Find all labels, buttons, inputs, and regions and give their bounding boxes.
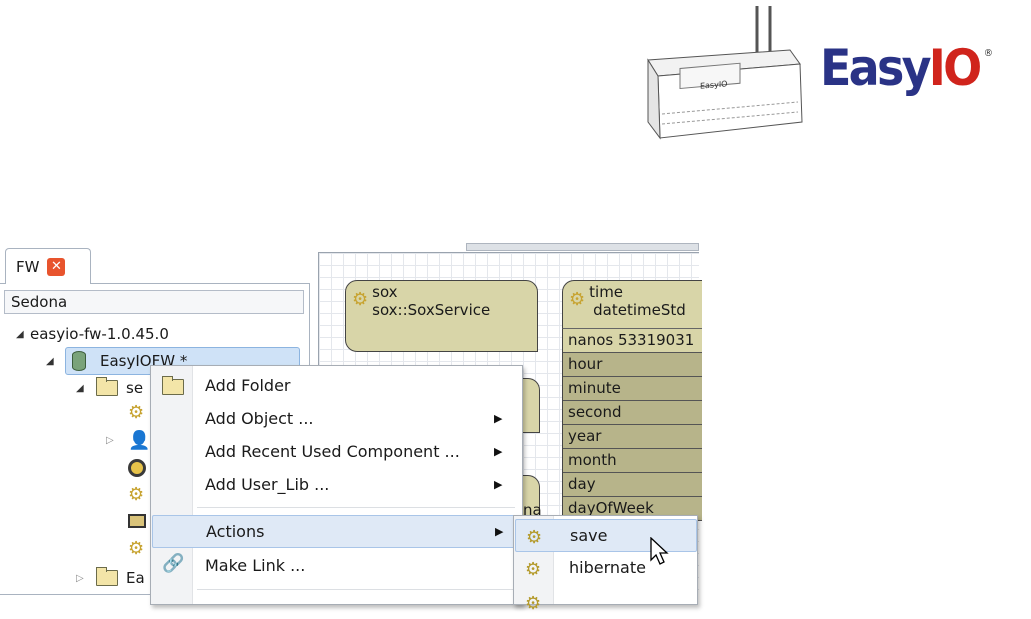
tree-node-gear-2[interactable]: ⚙ [128,481,144,509]
gear-icon: ⚙ [128,484,145,505]
tree-node-label: easyio-fw-1.0.45.0 [30,325,169,343]
component-partial-label: na [523,501,542,519]
submenu-arrow-icon: ▶ [495,525,504,538]
menu-item-label: Make Link ... [205,556,306,575]
tree-node-label: se [126,379,144,397]
submenu-item-label: save [570,526,608,545]
tree-node-clock[interactable] [128,454,146,482]
mouse-cursor-icon [650,537,669,565]
folder-icon [96,377,118,396]
tab-label: FW [16,257,40,276]
action-gear-icon: ⚙ [526,527,543,548]
menu-item-add-recent[interactable]: Add Recent Used Component ... ▶ [152,435,522,468]
submenu-arrow-icon: ▶ [494,412,503,425]
action-gear-icon: ⚙ [525,559,542,580]
slot-row[interactable]: nanos 53319031 [563,329,702,353]
logo-suffix: IO [928,39,982,97]
device-label: EasyIO [700,79,727,90]
slot-row[interactable]: minute [563,377,702,401]
close-icon[interactable]: ✕ [47,257,66,276]
tree-node-folder-2[interactable]: ▷ Ea [76,564,145,592]
submenu-arrow-icon: ▶ [494,478,503,491]
menu-item-label: Add Object ... [205,409,314,428]
slot-row[interactable]: hour [563,353,702,377]
actions-submenu: ⚙ save ⚙ hibernate ⚙ [513,515,698,614]
menu-item-label: Add Folder [205,376,291,395]
folder-icon [96,567,118,586]
tree-node-gear-3[interactable]: ⚙ [128,535,144,563]
submenu-arrow-icon: ▶ [494,445,503,458]
menu-item-add-object[interactable]: Add Object ... ▶ [152,402,522,435]
person-icon: 👤 [128,429,151,451]
component-name: sox [372,283,398,301]
menu-item-label: Add User_Lib ... [205,475,330,494]
expand-triangle-icon[interactable]: ◢ [46,355,54,367]
menu-separator [197,507,515,508]
horizontal-scrollbar[interactable] [466,243,699,251]
registered-mark: ® [983,48,993,59]
menu-item-label: Add Recent Used Component ... [205,442,460,461]
gear-icon: ⚙ [128,402,145,423]
slot-row[interactable]: second [563,401,702,425]
folder-icon [162,376,184,395]
gear-icon: ⚙ [352,289,369,310]
context-menu: Add Folder Add Object ... ▶ Add Recent U… [150,365,523,605]
screen-icon [128,514,146,528]
menu-icon-gutter [151,366,193,604]
submenu-item-hibernate[interactable]: ⚙ hibernate [515,552,697,585]
component-name: time [589,283,624,301]
menu-item-make-link[interactable]: 🔗 Make Link ... [152,549,522,582]
time-slots: nanos 53319031 hour minute second year m… [562,328,702,521]
sox-component[interactable]: ⚙ sox sox::SoxService [345,280,538,352]
clock-icon [128,459,146,477]
submenu-item-label: hibernate [569,558,646,577]
database-icon [72,351,86,371]
time-component[interactable]: ⚙ time datetimeStd [562,280,702,330]
device-illustration: EasyIO [647,6,803,140]
submenu-item-partial[interactable]: ⚙ [515,586,697,619]
action-gear-icon: ⚙ [525,593,542,614]
gear-icon: ⚙ [569,289,586,310]
slot-row[interactable]: month [563,449,702,473]
menu-item-add-folder[interactable]: Add Folder [152,369,522,402]
component-type: datetimeStd [593,301,686,319]
expand-triangle-icon[interactable]: ◢ [76,382,84,394]
slot-row[interactable]: year [563,425,702,449]
tree-node-label: Ea [126,569,145,587]
pane-header: Sedona [4,290,304,314]
tree-node-folder[interactable]: ◢ se [76,374,143,402]
tree-node-user[interactable]: ▷ 👤 [106,426,150,454]
menu-item-add-user-lib[interactable]: Add User_Lib ... ▶ [152,468,522,501]
logo-prefix: Easy [820,39,932,97]
tree-node-screen[interactable] [128,507,146,535]
expand-triangle-icon[interactable]: ◢ [16,328,24,340]
link-icon: 🔗 [162,553,185,574]
collapse-triangle-icon[interactable]: ▷ [76,572,84,584]
tab-fw[interactable]: FW ✕ [5,248,91,284]
tree-node-root[interactable]: ◢ easyio-fw-1.0.45.0 [16,320,169,348]
tree-node-gear[interactable]: ⚙ [128,399,144,427]
gear-icon: ⚙ [128,538,145,559]
menu-item-actions[interactable]: Actions ▶ [152,515,522,548]
collapse-triangle-icon[interactable]: ▷ [106,434,114,446]
menu-separator [197,589,515,590]
menu-item-label: Actions [206,522,265,541]
component-type: sox::SoxService [372,301,491,319]
easyio-logo: EasyIO ® [820,38,993,98]
slot-row[interactable]: day [563,473,702,497]
submenu-item-save[interactable]: ⚙ save [515,519,697,552]
